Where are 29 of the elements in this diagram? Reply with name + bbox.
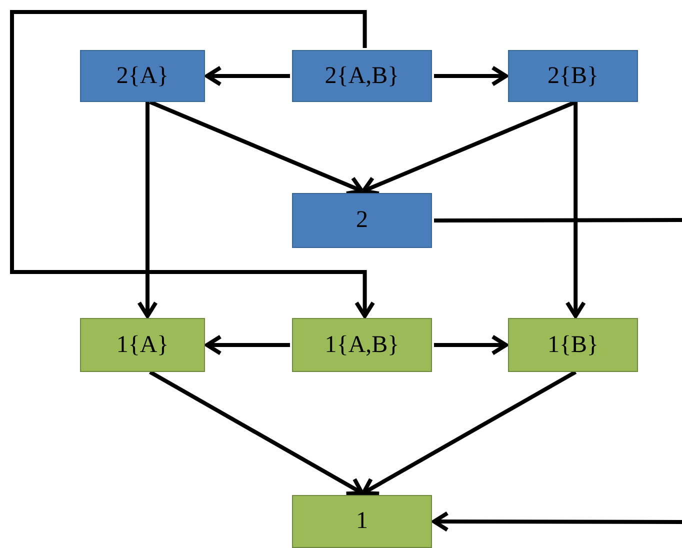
box-label: 2{A,B}: [324, 62, 400, 90]
box-label: 2{B}: [547, 62, 599, 90]
arrow: [432, 511, 682, 532]
box-label: 1{B}: [547, 332, 599, 358]
process-box: [292, 50, 432, 102]
arrow: [137, 102, 158, 318]
process-box: [508, 50, 638, 102]
connector-line: [434, 218, 682, 222]
process-box: [80, 318, 205, 372]
arrow: [565, 102, 586, 318]
box-label: 2: [356, 207, 368, 234]
box-label: 1{A}: [116, 332, 169, 358]
arrow: [434, 66, 508, 86]
arrow: [205, 334, 290, 356]
arrow: [434, 334, 508, 356]
arrow: [361, 370, 577, 496]
process-box: [292, 193, 432, 248]
process-box: [80, 50, 205, 102]
arrow: [361, 100, 576, 196]
arrow: [205, 66, 290, 86]
process-box: [508, 318, 638, 372]
box-label: 2{A}: [116, 62, 169, 90]
box-label: 1{A,B}: [324, 332, 400, 358]
box-label: 1: [356, 508, 368, 535]
arrow: [149, 100, 364, 196]
process-box: [292, 318, 432, 372]
process-box: [292, 495, 432, 548]
arrow: [149, 370, 364, 496]
arrow: [10, 10, 376, 318]
